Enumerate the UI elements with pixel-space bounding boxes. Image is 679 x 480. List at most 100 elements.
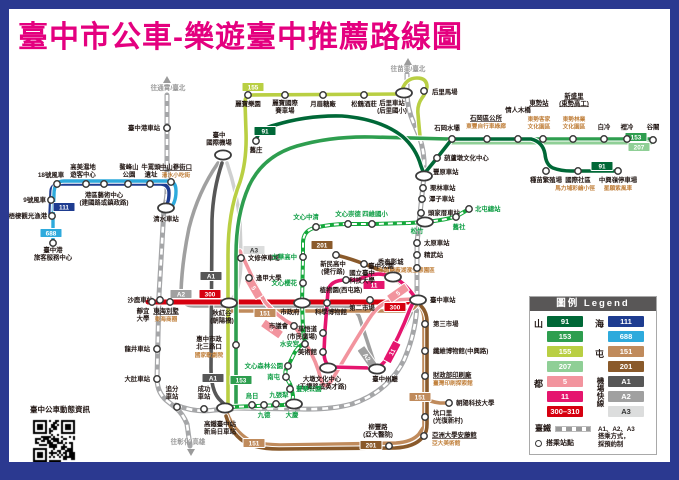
station-attraction-label: 臺灣印刷探索館 <box>433 379 473 387</box>
station-node: 松鶴酒莊 <box>360 91 368 99</box>
route-badge-A2: A2 <box>169 289 193 299</box>
station-attraction-label: 帝國糖廠湖濱生態園區 <box>378 266 435 274</box>
station-attraction-label: 東勢客家文化園區 <box>528 115 551 130</box>
legend-route-badge-A2: A2 <box>608 391 644 402</box>
station-label: 高美濕地遊客中心 <box>70 162 96 178</box>
direction-arrow-icon <box>404 58 412 65</box>
legend-route-badge-A3: A3 <box>608 406 644 417</box>
route-badge-label: 91 <box>598 163 606 170</box>
route-badge-box <box>362 280 386 290</box>
route-badge-box <box>386 282 410 304</box>
station-node: 柳豐路(亞大醫院) <box>385 442 393 450</box>
station-node: 臺中公園 <box>384 271 402 283</box>
station-node: 追分車站 <box>173 403 181 411</box>
station-label: 東海別墅 <box>153 306 179 315</box>
station-node: 太原車站 <box>413 239 421 247</box>
station-label: 大墩文化中心(五權路或英才路) <box>298 374 347 390</box>
station-node: 九德 <box>260 401 268 409</box>
legend-group-label: 海 <box>595 319 605 329</box>
station-node: 文心森林公園 <box>284 362 292 370</box>
station-label: 舊庄 <box>250 145 263 154</box>
route-badge-label: 91 <box>261 128 269 135</box>
legend-route-badge-155: 155 <box>547 346 583 357</box>
station-node: 葫蘆墩文化中心 <box>433 154 441 162</box>
route-badge-91: 91 <box>590 161 614 171</box>
station-label: 中興嶺停車場 <box>599 175 638 184</box>
station-node: 石岡區公所 <box>483 135 491 143</box>
route-badge-91: 91 <box>253 126 277 136</box>
station-label: 大肚車站 <box>124 374 150 383</box>
station-node: 頭家厝車站 <box>417 209 425 217</box>
station-node: 栗林車站 <box>419 184 427 192</box>
station-node: 惠中市政北三路口 <box>232 341 240 349</box>
route-badge-label: 153 <box>631 134 642 141</box>
route-153-line <box>234 135 653 408</box>
station-label: 月眉糖廠 <box>309 99 336 108</box>
station-node: 逢甲大學 <box>245 274 253 282</box>
station-label: 梧棲觀光漁港 <box>9 211 48 220</box>
route-badge-300: 300 <box>383 302 407 312</box>
route-badge-box <box>242 245 266 255</box>
station-label: 坑口里(光復新村) <box>433 408 463 424</box>
route-badge-box <box>260 318 284 340</box>
route-badge-300: 300 <box>198 289 222 299</box>
route-badge-151: 151 <box>253 308 277 318</box>
station-node: 梧棲觀光漁港 <box>48 212 56 220</box>
route-badge-label: 153 <box>236 377 247 384</box>
station-label: 秀泰影城 <box>377 257 404 266</box>
route-badge-box <box>169 289 193 299</box>
station-node: 麗寶國際賽車場 <box>281 91 289 99</box>
station-node: 東海別墅 <box>166 298 174 306</box>
route-badge-box <box>408 392 432 402</box>
station-attraction-label: 清水小吃街 <box>162 171 191 179</box>
station-node: 石岡水壩 <box>448 135 456 143</box>
station-label: 舊社 <box>453 222 466 231</box>
station-label: 柳豐路(亞大醫院) <box>363 422 393 438</box>
legend-group-label: 山 <box>534 319 544 329</box>
station-node: 精武站 <box>413 251 421 259</box>
station-label: 臺中州廳 <box>372 374 398 383</box>
legend-rail-label: 臺鐵 <box>535 424 551 433</box>
station-attraction-label: 亞大美術館 <box>432 439 461 447</box>
station-node: 臺中港車站 <box>163 124 171 132</box>
station-attraction-label: 星願紫風車 <box>604 184 633 192</box>
station-node: 臺中州廳 <box>368 363 386 375</box>
station-label: 太原車站 <box>424 238 450 247</box>
legend-stop-label: 搭乘站點 <box>546 440 574 447</box>
route-badge-label: A1 <box>207 273 216 280</box>
route-badge-153: 153 <box>229 375 253 385</box>
station-label: 水安宮 <box>280 339 300 348</box>
route-badge-box <box>39 228 63 238</box>
station-label: 松竹 <box>411 226 424 235</box>
station-label: 龍井車站 <box>124 344 150 353</box>
station-node: 市政府 <box>293 297 311 309</box>
station-label: 草悟道(市民廣場) <box>287 324 317 340</box>
station-node: 谷關 <box>649 136 657 144</box>
station-label: 高鐵臺中站新烏日車站 <box>204 419 237 435</box>
legend-stop-row: 搭乘站點 <box>535 438 574 448</box>
station-node: 臺中車站 <box>409 294 427 306</box>
station-label: 植物園(西屯路) <box>319 285 363 294</box>
railway-line-sample <box>555 425 591 432</box>
route-badge-box <box>627 142 651 152</box>
route-badge-box <box>241 82 265 92</box>
route-badge-box <box>229 375 253 385</box>
station-label: 豐樂公園 <box>296 384 322 393</box>
station-dot-icon <box>535 439 542 447</box>
station-node: 18號風車 <box>53 180 61 188</box>
route-badge-box <box>52 202 76 212</box>
route-badge-label: 5 <box>249 285 257 292</box>
route-badge-box <box>253 308 277 318</box>
route-badge-A1: A1 <box>199 271 223 281</box>
station-label: 市政府 <box>280 307 300 316</box>
legend-route-badge-201: 201 <box>608 361 644 372</box>
direction-label: 往彰化/高雄 <box>171 437 206 446</box>
route-badge-11: 11 <box>382 340 402 364</box>
station-label: 中山蔘街口 <box>160 162 192 171</box>
